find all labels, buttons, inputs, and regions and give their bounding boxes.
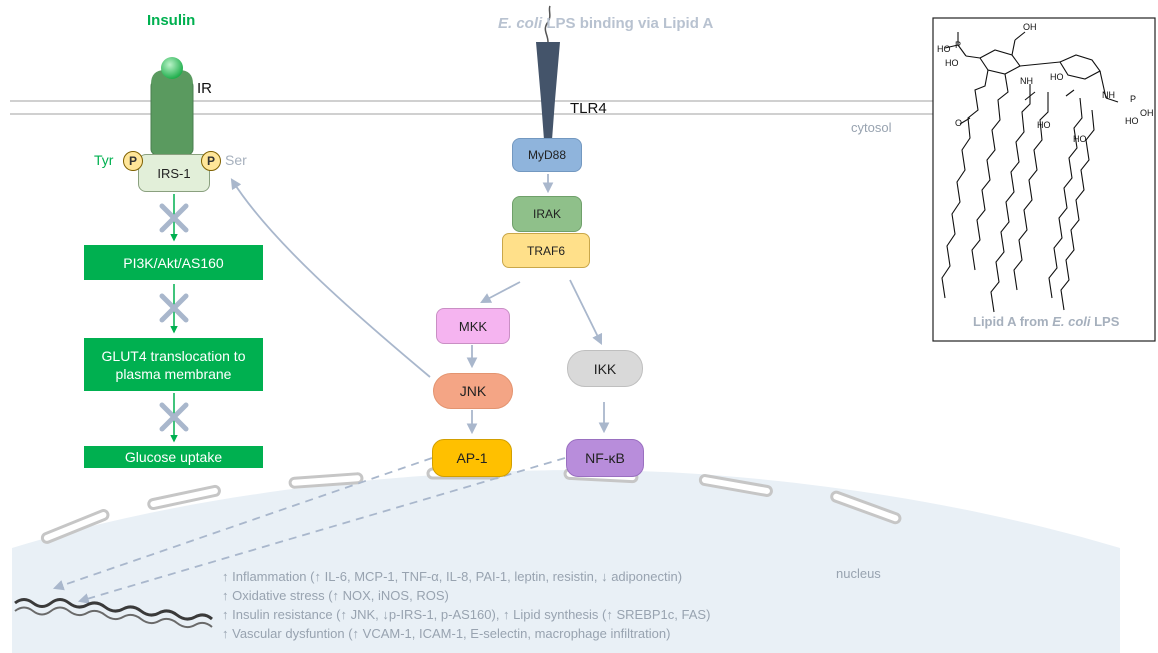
tyr-phospho-icon: P [123,151,143,171]
glucose-uptake-step: Glucose uptake [84,446,263,468]
lps-pathway-arrows [52,174,610,604]
lipid-a-atom-ho: HO [1125,116,1139,126]
glut4-step: GLUT4 translocation to plasma membrane [84,338,263,391]
tyr-label: Tyr [94,152,114,168]
lipid-a-atom-oh: OH [1140,108,1154,118]
ser-phospho-icon: P [201,151,221,171]
insulin-receptor [150,57,194,156]
cytosol-label: cytosol [851,120,892,135]
effect-oxidative-stress: ↑ Oxidative stress (↑ NOX, iNOS, ROS) [222,588,449,603]
effect-inflammation: ↑ Inflammation (↑ IL-6, MCP-1, TNF-α, IL… [222,569,683,584]
traf6-node: TRAF6 [502,233,590,268]
lipid-a-caption-prefix: Lipid A from [973,314,1053,329]
tlr4-label: TLR4 [570,100,607,117]
lipid-a-caption-suffix: LPS [1090,314,1120,329]
ir-label: IR [197,80,212,97]
dna-strand [14,598,213,629]
irs1-node: IRS-1 [138,154,210,192]
irak-node: IRAK [512,196,582,232]
lipid-a-atom-p: P [955,40,962,50]
pi3k-step: PI3K/Akt/AS160 [84,245,263,280]
lipid-a-atom-ho: HO [1073,134,1087,144]
myd88-node: MyD88 [512,138,582,172]
lipid-a-atom-nh: NH [1020,76,1033,86]
effect-insulin-resistance: ↑ Insulin resistance (↑ JNK, ↓p-IRS-1, p… [222,607,711,622]
tlr4-receptor [536,5,560,140]
nucleus-label: nucleus [836,566,881,581]
lipid-a-atom-ho: HO [1050,72,1064,82]
lipid-a-atom-ho: HO [1037,120,1051,130]
lipid-a-caption: Lipid A from E. coli LPS [973,314,1119,329]
lipid-a-structure [932,17,1156,342]
insulin-label: Insulin [147,12,196,29]
lipid-a-atom-nh: NH [1102,90,1115,100]
lipid-a-atom-o: O [955,118,963,128]
nfkb-node: NF-κB [566,439,644,477]
lipid-a-atom-ho: HO [945,58,959,68]
nucleus-region [12,470,1120,653]
insulin-block-arrows [159,194,189,443]
lps-title-species: E. coli [498,15,543,32]
ikk-node: IKK [567,350,643,387]
lipid-a-atom-p: P [1130,94,1137,104]
mkk-node: MKK [436,308,510,344]
lipid-a-atom-ho: HO [937,44,951,54]
lps-title: E. coli LPS binding via Lipid A [498,15,713,32]
lps-title-text: LPS binding via Lipid A [542,15,714,32]
ser-label: Ser [225,152,247,168]
effect-vascular-dysfunction: ↑ Vascular dysfuntion (↑ VCAM-1, ICAM-1,… [222,626,671,641]
jnk-node: JNK [433,373,513,409]
lipid-a-caption-species: E. coli [1052,314,1091,329]
ap1-node: AP-1 [432,439,512,477]
lipid-a-atom-oh: OH [1023,22,1037,32]
